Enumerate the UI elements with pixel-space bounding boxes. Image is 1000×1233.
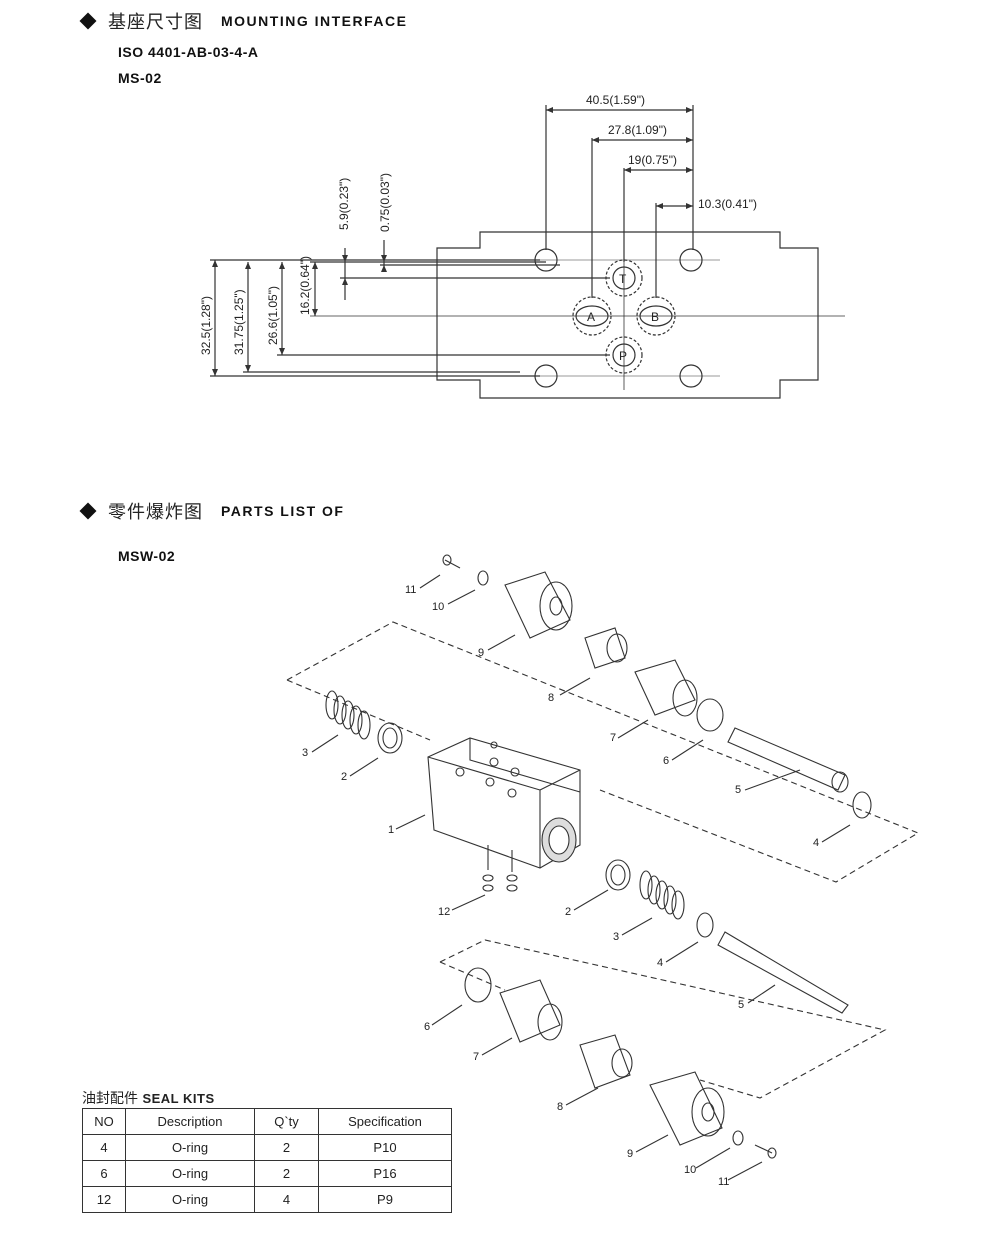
callout-2-upper: 2	[341, 771, 347, 783]
col-header-no: NO	[82, 1108, 126, 1135]
col-header-qty: Q`ty	[254, 1108, 319, 1135]
valve-body-part	[427, 737, 581, 892]
dim-10-3: 10.3(0.41")	[698, 197, 757, 211]
cap-part	[504, 571, 571, 639]
cell-qty: 4	[254, 1186, 319, 1213]
seal-kits-title-cn: 油封配件	[82, 1091, 138, 1107]
adjusting-screw-part	[634, 659, 696, 716]
cell-no: 12	[82, 1186, 126, 1213]
o-ring-part	[464, 967, 492, 1003]
port-label-t: T	[619, 272, 627, 286]
nut-part	[584, 627, 626, 669]
mounting-interface-drawing: 40.5(1.59") 27.8(1.09") 19(0.75") 10.3(0…	[199, 93, 845, 399]
callout-11-lower: 11	[718, 1176, 729, 1188]
washer-part	[732, 1130, 744, 1146]
cell-qty: 2	[254, 1134, 319, 1161]
mounting-plate-outline	[436, 231, 819, 399]
dim-5-9: 5.9(0.23")	[337, 178, 351, 230]
dim-32-5: 32.5(1.28")	[199, 296, 213, 355]
seal-kits-title-en: SEAL KITS	[142, 1091, 215, 1106]
parts-section-header: 零件爆炸图 PARTS LIST OF	[79, 498, 345, 524]
cell-no: 4	[82, 1134, 126, 1161]
mounting-title-cn: 基座尺寸图	[108, 12, 203, 33]
dim-27-8: 27.8(1.09")	[608, 123, 667, 137]
callout-12: 12	[438, 906, 450, 918]
dim-31-75: 31.75(1.25")	[232, 289, 246, 355]
dim-40-5: 40.5(1.59")	[586, 93, 645, 107]
callout-10-lower: 10	[684, 1164, 696, 1176]
callout-9-upper: 9	[478, 647, 484, 659]
o-ring-part	[696, 912, 714, 938]
mounting-section-header: 基座尺寸图 MOUNTING INTERFACE	[79, 8, 408, 34]
callout-1: 1	[388, 824, 394, 836]
col-header-description: Description	[125, 1108, 255, 1135]
dim-0-75: 0.75(0.03")	[378, 173, 392, 232]
callout-11-upper: 11	[405, 584, 416, 596]
lower-assembly-boundary	[439, 939, 887, 1099]
adjusting-screw-part	[499, 979, 561, 1043]
callout-6-lower: 6	[424, 1021, 430, 1033]
cell-no: 6	[82, 1160, 126, 1187]
parts-model: MSW-02	[118, 548, 176, 564]
parts-title-cn: 零件爆炸图	[108, 502, 203, 523]
ring-part	[605, 859, 631, 891]
dim-19: 19(0.75")	[628, 153, 677, 167]
cell-specification: P10	[318, 1134, 452, 1161]
callout-3-upper: 3	[302, 747, 308, 759]
seal-kits-table: NO Description Q`ty Specification 4 O-ri…	[82, 1108, 452, 1213]
callout-7-upper: 7	[610, 732, 616, 744]
callout-4-upper: 4	[813, 837, 819, 849]
table-header-row: NO Description Q`ty Specification	[82, 1108, 452, 1135]
table-row: 4 O-ring 2 P10	[82, 1134, 452, 1161]
cell-specification: P9	[318, 1186, 452, 1213]
port-label-b: B	[651, 310, 659, 324]
cell-description: O-ring	[125, 1134, 255, 1161]
washer-part	[477, 570, 489, 586]
upper-assembly-boundary	[286, 621, 920, 883]
port-label-p: P	[619, 349, 627, 363]
callout-9-lower: 9	[627, 1148, 633, 1160]
nut-part	[579, 1034, 631, 1089]
cap-part	[649, 1071, 723, 1146]
ring-part	[377, 722, 403, 754]
spool-part	[717, 931, 849, 1014]
cell-specification: P16	[318, 1160, 452, 1187]
callout-8-lower: 8	[557, 1101, 563, 1113]
mounting-standard: ISO 4401-AB-03-4-A	[118, 44, 259, 60]
spring-part	[639, 870, 685, 920]
mounting-title-en: MOUNTING INTERFACE	[221, 13, 408, 29]
callout-7-lower: 7	[473, 1051, 479, 1063]
dim-16-2: 16.2(0.64")	[298, 256, 312, 315]
callout-2-lower: 2	[565, 906, 571, 918]
o-ring-part	[696, 698, 724, 732]
callout-5-upper: 5	[735, 784, 741, 796]
callout-3-lower: 3	[613, 931, 619, 943]
port-label-a: A	[587, 310, 595, 324]
parts-title-en: PARTS LIST OF	[221, 503, 345, 519]
col-header-specification: Specification	[318, 1108, 452, 1135]
cell-qty: 2	[254, 1160, 319, 1187]
seal-kits-title: 油封配件 SEAL KITS	[82, 1088, 215, 1108]
callout-4-lower: 4	[657, 957, 663, 969]
cell-description: O-ring	[125, 1160, 255, 1187]
dim-26-6: 26.6(1.05")	[266, 286, 280, 345]
table-row: 12 O-ring 4 P9	[82, 1186, 452, 1213]
callout-5-lower: 5	[738, 999, 744, 1011]
callout-8-upper: 8	[548, 692, 554, 704]
callout-6-upper: 6	[663, 755, 669, 767]
screw-part	[444, 559, 461, 569]
callout-10-upper: 10	[432, 601, 444, 613]
spring-part	[325, 690, 371, 740]
mounting-model: MS-02	[118, 70, 162, 86]
table-row: 6 O-ring 2 P16	[82, 1160, 452, 1187]
spool-part	[727, 727, 846, 791]
diamond-bullet-icon	[79, 502, 97, 520]
screw-part	[754, 1144, 773, 1154]
o-ring-part	[852, 791, 872, 819]
cell-description: O-ring	[125, 1186, 255, 1213]
